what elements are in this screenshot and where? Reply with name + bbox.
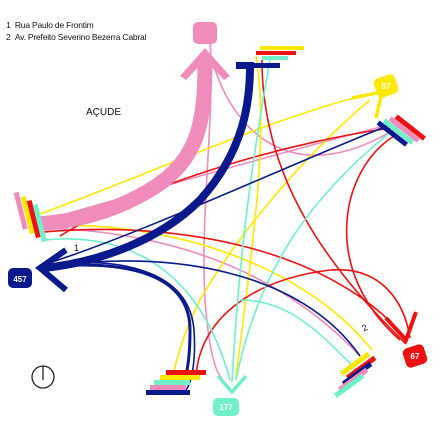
flow-yellow-ne-south bbox=[171, 99, 371, 379]
flow-yellow-south bbox=[235, 55, 262, 379]
badge-177: 177 bbox=[213, 398, 239, 416]
arrow-teal-south bbox=[216, 374, 248, 395]
flow-red-west-se bbox=[43, 228, 405, 337]
bar-stack-northeast bbox=[376, 114, 427, 147]
badge-67-northeast: 67 bbox=[373, 74, 399, 98]
badge-457-label: 457 bbox=[13, 275, 27, 284]
flow-red-ne-se bbox=[345, 135, 401, 341]
flow-teal-se bbox=[239, 299, 357, 371]
flow-teal-south bbox=[231, 59, 271, 383]
flow-pink-west-se bbox=[39, 227, 361, 357]
badge-177-label: 177 bbox=[219, 403, 233, 412]
street-marker-2: 2 bbox=[360, 322, 369, 333]
legend: 1 Rua Paulo de Frontim 2 Av. Prefeito Se… bbox=[6, 19, 146, 43]
street-marker-1: 1 bbox=[74, 243, 79, 253]
badge-67-northeast-label: 67 bbox=[382, 82, 391, 91]
badge-67-southeast: 67 bbox=[402, 344, 428, 368]
flow-pink-northeast bbox=[211, 59, 401, 156]
flow-red-south-se bbox=[195, 268, 411, 377]
badge-457: 457 bbox=[8, 268, 32, 288]
bar-stack-north bbox=[236, 46, 304, 68]
flow-teal-west-south bbox=[43, 238, 231, 381]
compass-icon bbox=[31, 365, 55, 389]
legend-item-2: 2 Av. Prefeito Severino Bezerra Cabral bbox=[6, 32, 147, 42]
flow-yellow-west-se bbox=[43, 224, 373, 351]
area-label-acude: AÇUDE bbox=[86, 107, 122, 118]
bar-stack-west bbox=[13, 191, 47, 243]
flow-navy-west-se bbox=[51, 260, 361, 357]
flow-red-north-se bbox=[261, 59, 407, 345]
bar-stack-southeast bbox=[333, 351, 377, 398]
arrow-yellow-ne bbox=[351, 89, 385, 119]
flow-navy-ne-west bbox=[51, 123, 393, 263]
flow-pink-west-east bbox=[37, 123, 393, 223]
bar-stack-south bbox=[146, 370, 206, 395]
legend-item-1: 1 Rua Paulo de Frontim bbox=[6, 20, 94, 30]
arrow-heads bbox=[216, 89, 418, 395]
flow-yellow-west-ne bbox=[39, 91, 381, 215]
badge-67-southeast-label: 67 bbox=[411, 352, 420, 361]
flow-pink-main bbox=[35, 22, 230, 232]
arrow-red-se bbox=[384, 311, 418, 344]
flow-teal-ne-south bbox=[235, 133, 389, 381]
